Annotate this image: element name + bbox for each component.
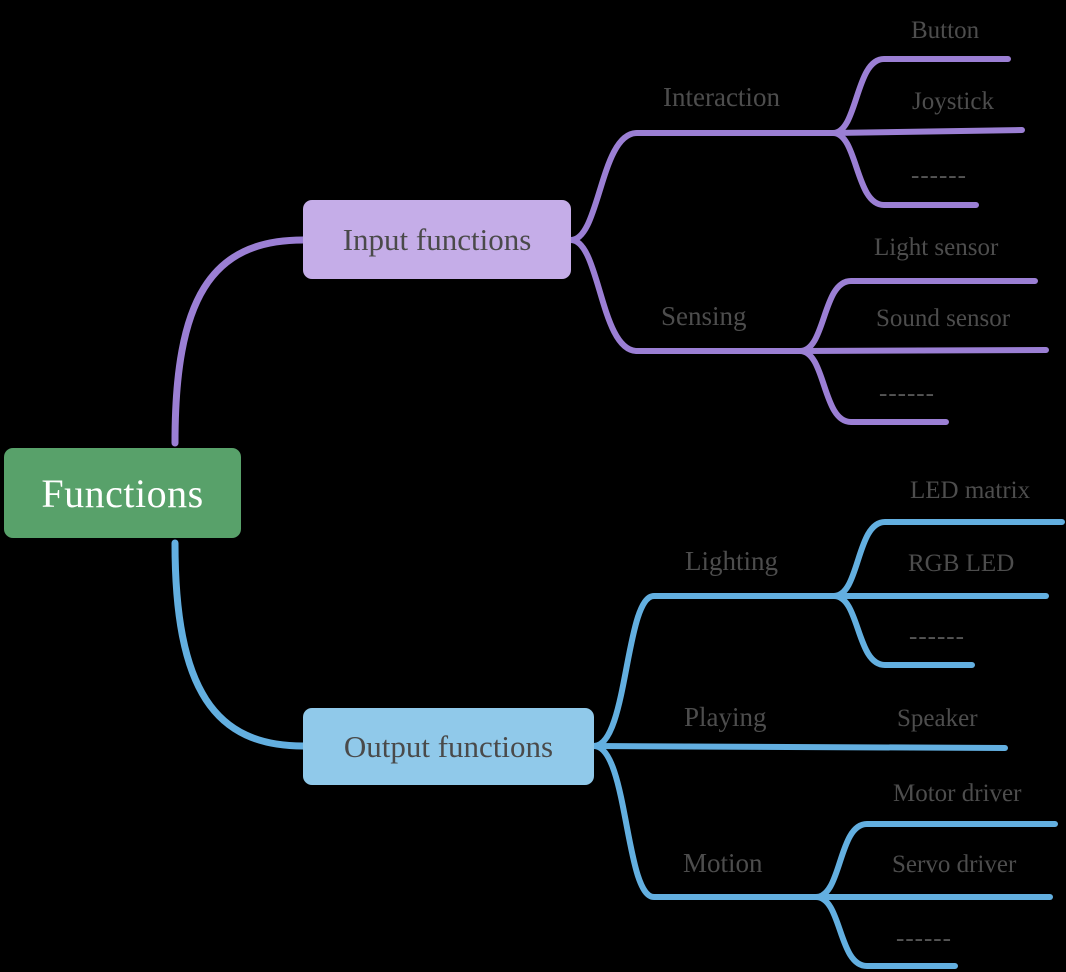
node-root-label: Functions <box>41 470 204 516</box>
link-sensing-to-sound-sensor <box>797 347 1049 354</box>
node-input-functions-label: Input functions <box>342 221 532 257</box>
label-playing[interactable]: Playing <box>684 702 767 732</box>
link-interaction-to-button <box>830 56 1011 136</box>
label-lighting[interactable]: Lighting <box>685 546 778 576</box>
label-button[interactable]: Button <box>911 17 980 44</box>
label-sound-sensor[interactable]: Sound sensor <box>876 305 1011 332</box>
link-lighting-to-led-matrix <box>831 519 1065 599</box>
label-interaction[interactable]: Interaction <box>663 82 780 112</box>
link-input-to-interaction <box>568 130 836 243</box>
node-input-functions[interactable]: Input functions <box>303 200 571 279</box>
link-motion-to-motor-driver <box>813 821 1058 900</box>
label-interaction-more[interactable]: ------ <box>911 162 967 189</box>
link-input-to-sensing <box>568 237 803 354</box>
label-sensing-more[interactable]: ------ <box>879 380 935 407</box>
label-motion[interactable]: Motion <box>683 848 763 878</box>
node-root-functions[interactable]: Functions <box>4 448 241 538</box>
label-speaker[interactable]: Speaker <box>897 705 978 732</box>
label-rgb-led[interactable]: RGB LED <box>908 550 1015 577</box>
link-root-to-input <box>171 236 307 447</box>
label-motion-more[interactable]: ------ <box>896 925 952 952</box>
node-output-functions-label: Output functions <box>343 728 554 764</box>
link-lighting-to-more <box>831 593 975 668</box>
link-root-to-output <box>171 539 307 750</box>
label-led-matrix[interactable]: LED matrix <box>910 477 1031 504</box>
link-sensing-to-light-sensor <box>797 278 1038 354</box>
link-output-to-motion <box>591 743 819 900</box>
label-motor-driver[interactable]: Motor driver <box>893 780 1022 807</box>
label-light-sensor[interactable]: Light sensor <box>874 234 999 261</box>
label-joystick[interactable]: Joystick <box>912 88 994 115</box>
link-output-to-lighting <box>591 593 837 749</box>
label-servo-driver[interactable]: Servo driver <box>892 851 1017 878</box>
link-sensing-to-more <box>797 348 949 425</box>
label-sensing[interactable]: Sensing <box>661 301 747 331</box>
link-interaction-to-joystick <box>830 127 1025 136</box>
link-output-to-playing <box>591 743 1008 751</box>
link-interaction-to-more <box>830 130 979 208</box>
node-output-functions[interactable]: Output functions <box>303 708 594 785</box>
label-lighting-more[interactable]: ------ <box>909 623 965 650</box>
link-motion-to-more <box>813 894 958 969</box>
